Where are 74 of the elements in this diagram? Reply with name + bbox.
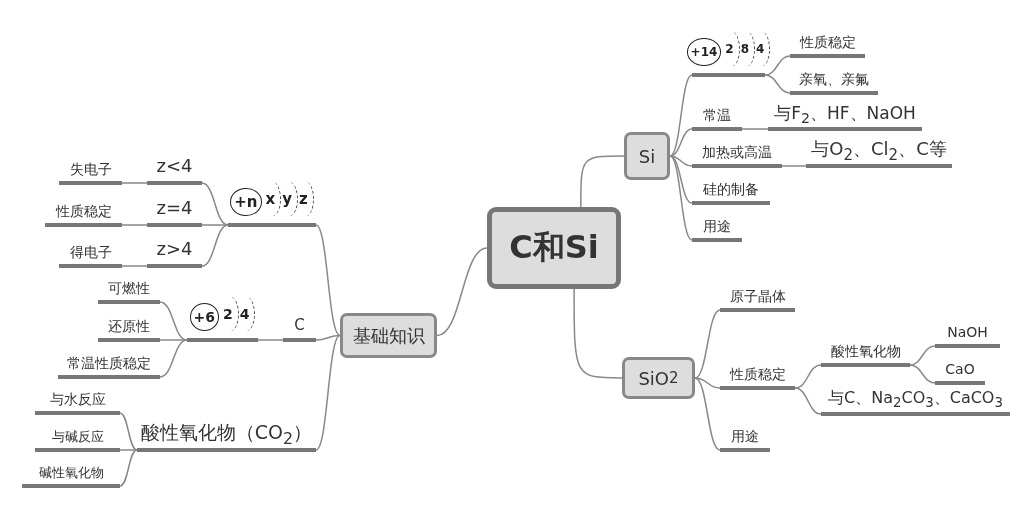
branch-topic: CaO	[935, 360, 985, 385]
branch-connector	[669, 155, 693, 167]
branch-connector	[669, 155, 693, 204]
electron-shell-number: 4	[238, 297, 256, 331]
branch-topic: 可燃性	[98, 279, 160, 304]
electron-shell-number: 2	[724, 32, 740, 66]
branch-connector	[669, 74, 693, 157]
branch-connector	[436, 247, 488, 337]
branch-topic: 与水反应	[35, 390, 120, 415]
branch-connector	[119, 412, 138, 451]
branch-connector	[580, 155, 625, 208]
branch-connector	[669, 128, 693, 157]
branch-connector	[669, 155, 693, 241]
electron-shell-number: 8	[739, 32, 756, 66]
branch-topic: 性质稳定	[790, 33, 865, 58]
branch-topic: 与C、Na$_{2}$CO$_{3}$、CaCO$_{3}$	[821, 388, 1010, 416]
branch-topic: 亲氧、亲氟	[790, 70, 878, 95]
branch-connector	[764, 55, 791, 76]
branch-topic: 用途	[720, 427, 770, 452]
branch-connector	[909, 345, 936, 366]
branch-connector	[201, 224, 229, 226]
electron-shell-number: y	[281, 182, 298, 216]
branch-topic: 碱性氧化物	[22, 464, 120, 488]
electron-shell-number: 2	[222, 297, 239, 331]
branch-connector	[159, 339, 188, 341]
branch-connector	[257, 339, 284, 341]
branch-connector	[741, 128, 769, 130]
branch-connector	[201, 224, 229, 267]
branch-connector	[121, 182, 148, 184]
branch-topic: z<4	[147, 154, 202, 185]
branch-topic: 与O$_{2}$、Cl$_{2}$、C等	[806, 137, 952, 168]
branch-connector	[694, 309, 721, 379]
branch-topic: 常温性质稳定	[58, 354, 160, 379]
branch-topic: 失电子	[59, 160, 122, 185]
branch-connector	[794, 364, 822, 389]
branch-connector	[121, 265, 148, 267]
electron-shell-number: 4	[755, 32, 771, 66]
branch-topic: 酸性氧化物（CO$_{2}$）	[137, 419, 316, 452]
branch-topic: NaOH	[935, 323, 1000, 348]
branch-connector	[121, 224, 148, 226]
branch-topic: z>4	[147, 237, 202, 268]
electron-shell-number: z	[298, 182, 314, 216]
branch-connector	[909, 364, 936, 384]
branch-topic: 常温	[692, 106, 742, 131]
branch-topic: 酸性氧化物	[821, 342, 910, 367]
branch-connector	[694, 377, 721, 389]
branch-topic: 还原性	[98, 317, 160, 342]
central-topic-box: C和Si	[487, 207, 621, 289]
branch-topic: 与F$_{2}$、HF、NaOH	[768, 101, 922, 131]
topic-box: Si	[624, 132, 670, 180]
branch-topic: C	[283, 315, 316, 342]
branch-connector	[201, 182, 229, 226]
branch-topic: 硅的制备	[692, 180, 770, 205]
electron-shell-number: x	[264, 182, 282, 216]
branch-topic: 性质稳定	[45, 202, 122, 227]
branch-connector	[315, 224, 341, 337]
branch-connector	[573, 288, 623, 379]
branch-topic: z=4	[147, 196, 202, 227]
branch-connector	[694, 377, 721, 451]
branch-topic: 加热或高温	[692, 143, 782, 168]
branch-connector	[781, 165, 807, 167]
branch-connector	[794, 387, 822, 415]
branch-topic: 性质稳定	[720, 365, 795, 390]
branch-topic: 用途	[692, 217, 742, 242]
branch-connector	[315, 334, 341, 451]
branch-topic: 与碱反应	[35, 428, 120, 452]
branch-topic: 原子晶体	[720, 287, 795, 312]
branch-topic: 得电子	[59, 243, 122, 268]
branch-connector	[119, 449, 138, 451]
branch-connector	[119, 449, 138, 487]
branch-connector	[159, 339, 188, 378]
topic-box: 基础知识	[340, 313, 437, 358]
branch-connector	[764, 74, 791, 94]
branch-connector	[315, 334, 341, 341]
